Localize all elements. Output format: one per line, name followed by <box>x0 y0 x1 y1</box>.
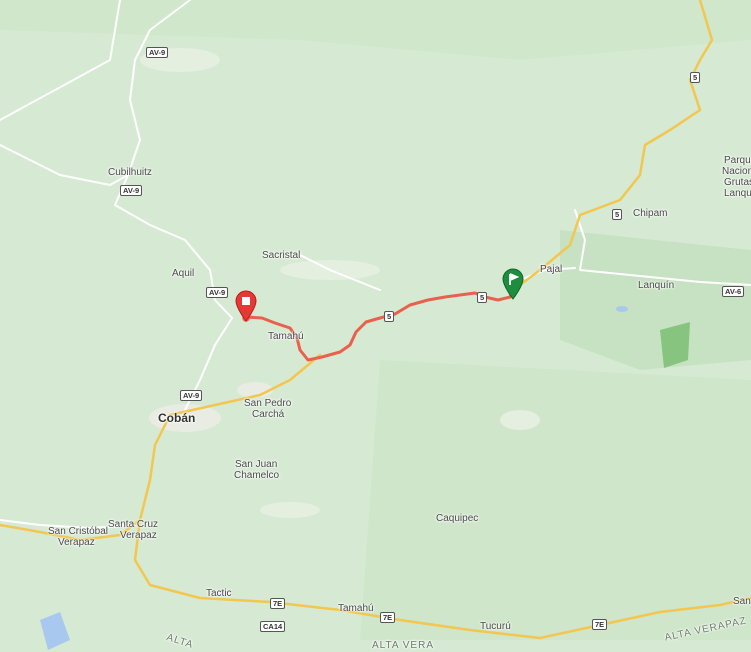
lake <box>40 612 70 650</box>
park-label: Nacional <box>722 166 751 177</box>
place-label: Tactic <box>206 588 232 599</box>
road-shield: 7E <box>270 598 286 609</box>
flag-icon[interactable] <box>501 268 525 300</box>
place-label: San <box>733 596 751 607</box>
road-shield: AV-6 <box>722 286 745 297</box>
road-shield: AV-9 <box>120 185 143 196</box>
road-shield: AV-9 <box>146 47 169 58</box>
road-shield: 5 <box>384 311 395 322</box>
road-shield: 5 <box>690 72 701 83</box>
place-label: Aquil <box>172 268 195 279</box>
place-label: Santa Cruz <box>108 519 159 530</box>
place-label: Chamelco <box>234 470 280 481</box>
square-stop-icon[interactable] <box>234 290 258 322</box>
place-label: San Pedro <box>244 398 292 409</box>
place-label: Cubilhuitz <box>108 167 152 178</box>
place-label: San Cristóbal <box>48 526 109 537</box>
place-label: Chipam <box>633 208 668 219</box>
park-area <box>660 322 690 368</box>
road-shield: AV-9 <box>180 390 203 401</box>
region-label: ALTA VERA <box>372 640 434 651</box>
place-label: Sacristal <box>262 250 301 261</box>
place-label: Pajal <box>540 264 563 275</box>
road-shield: 5 <box>612 209 623 220</box>
park-label: Lanquí <box>724 188 751 199</box>
place-label: Lanquín <box>638 280 675 291</box>
road-shield: AV-9 <box>206 287 229 298</box>
place-label: San Juan <box>235 459 278 470</box>
road-shield: 7E <box>592 619 608 630</box>
place-label: Caquipec <box>436 513 479 524</box>
road-shield: 5 <box>477 292 488 303</box>
park-label: Grutas <box>724 177 751 188</box>
route-line <box>244 286 516 362</box>
park-label: Parque <box>724 155 751 166</box>
place-label: Tamahú <box>338 603 374 614</box>
city-label: Cobán <box>158 411 196 425</box>
place-label: Tucurú <box>480 621 511 632</box>
road-shield: 7E <box>380 612 396 623</box>
place-label: Verapaz <box>58 537 95 548</box>
place-label: Carchá <box>252 409 285 420</box>
road-shield: CA14 <box>260 621 286 632</box>
place-label: Verapaz <box>120 530 157 541</box>
place-label: Tamahú <box>268 331 304 342</box>
